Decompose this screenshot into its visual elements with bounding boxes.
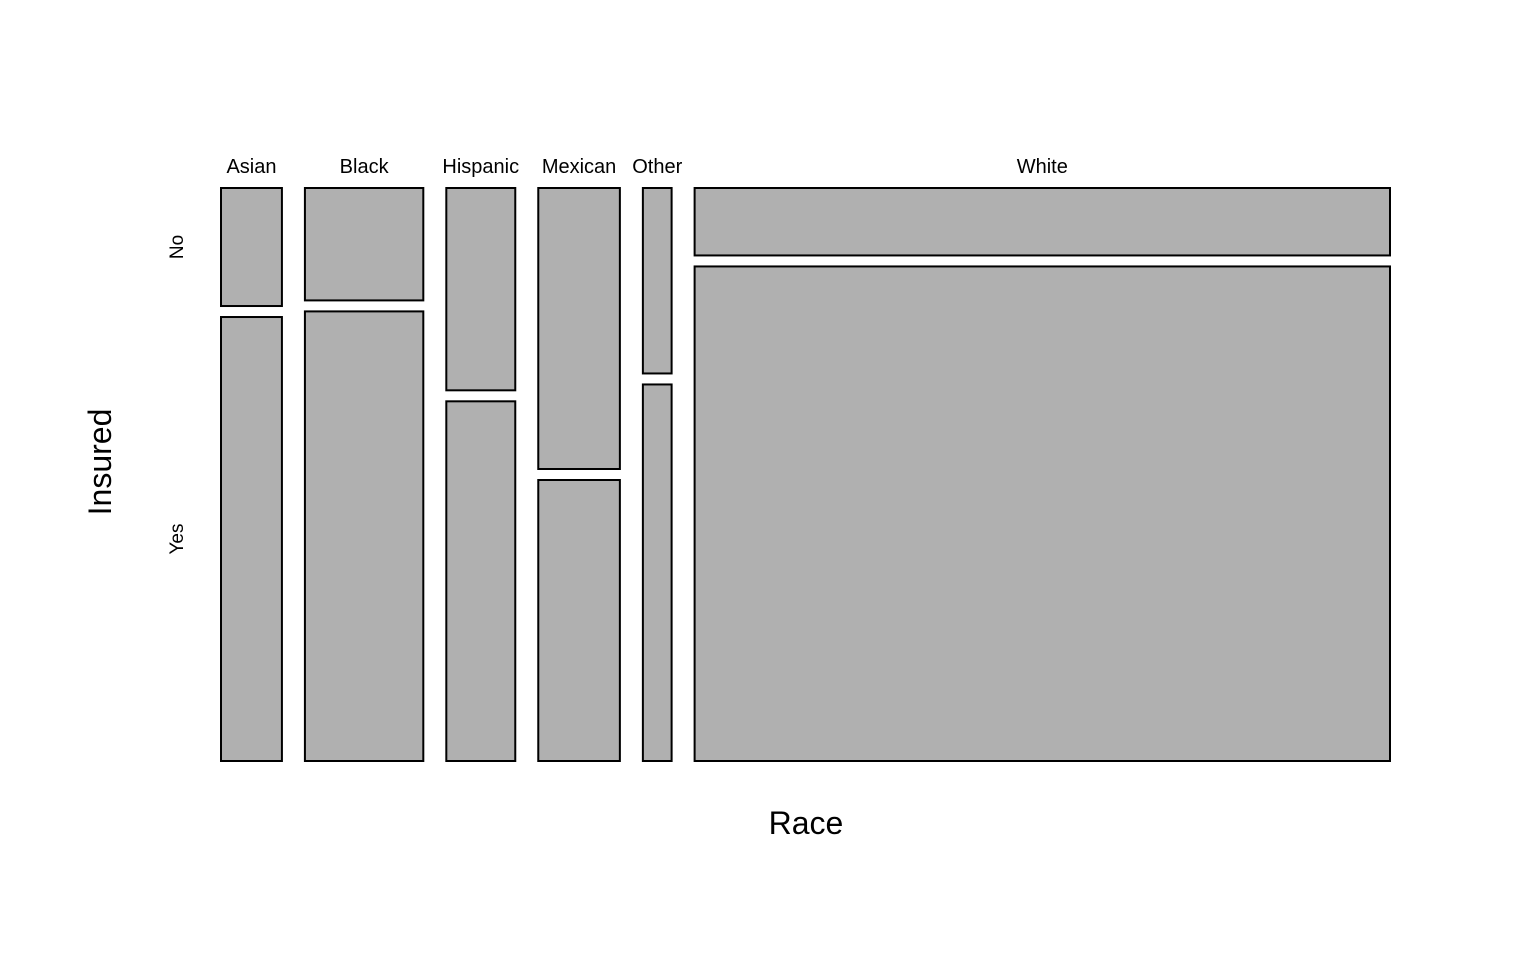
y-axis-title: Insured bbox=[82, 409, 118, 516]
tile-other-yes bbox=[641, 383, 673, 762]
tile-mexican-no bbox=[537, 187, 621, 470]
category-label-hispanic: Hispanic bbox=[442, 156, 519, 178]
category-label-white: White bbox=[1017, 156, 1068, 178]
category-label-other: Other bbox=[632, 156, 682, 178]
category-label-black: Black bbox=[340, 156, 390, 178]
tile-asian-no bbox=[220, 187, 283, 308]
tile-hispanic-yes bbox=[445, 400, 517, 762]
category-label-mexican: Mexican bbox=[542, 156, 616, 178]
tile-white-no bbox=[693, 187, 1391, 257]
tile-black-no bbox=[303, 187, 425, 302]
tile-asian-yes bbox=[220, 316, 283, 762]
level-label-yes: Yes bbox=[167, 524, 188, 555]
tiles-group bbox=[220, 187, 1391, 762]
tile-mexican-yes bbox=[537, 479, 621, 762]
category-labels: Asian Black Hispanic Mexican Other White bbox=[226, 156, 1067, 178]
level-label-no: No bbox=[167, 235, 188, 259]
x-axis-title: Race bbox=[769, 805, 844, 841]
tile-white-yes bbox=[693, 265, 1391, 762]
category-label-asian: Asian bbox=[226, 156, 276, 178]
tile-black-yes bbox=[303, 310, 425, 762]
tile-other-no bbox=[641, 187, 673, 375]
tile-hispanic-no bbox=[445, 187, 517, 392]
